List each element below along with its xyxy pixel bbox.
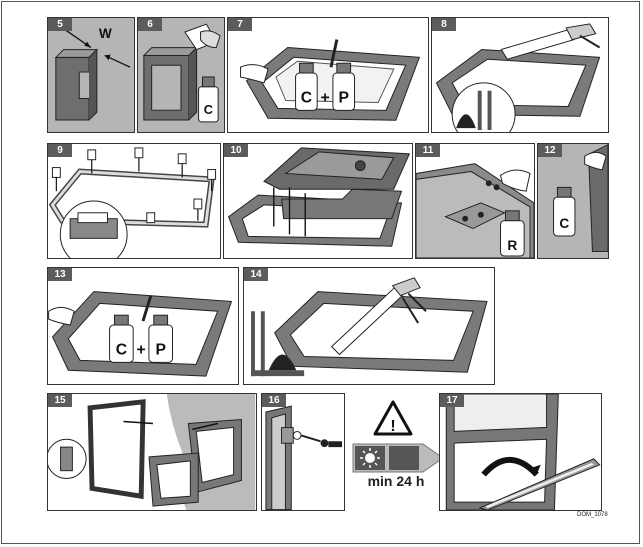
warning-symbol: ! — [390, 418, 395, 435]
step-number: 9 — [48, 144, 72, 157]
step-17-panel: 17 — [439, 393, 602, 511]
step-number: 10 — [224, 144, 248, 157]
step-number: 17 — [440, 394, 464, 407]
clean-cutout-illustration: C — [142, 23, 221, 123]
step-number: 15 — [48, 394, 72, 407]
step-6-panel: 6 C — [137, 17, 225, 133]
apply-sealant-window-illustration — [251, 277, 488, 377]
step-number: 13 — [48, 268, 72, 281]
curing-time-text: min 24 h — [367, 473, 425, 489]
step-number: 6 — [138, 18, 162, 31]
apply-sealant-illustration — [435, 23, 601, 132]
step-number: 7 — [228, 18, 252, 31]
step-number: 8 — [432, 18, 456, 31]
step-number: 11 — [416, 144, 440, 157]
cleaner-label: C — [559, 216, 569, 231]
step-14-panel: 14 — [243, 267, 495, 385]
measure-cutout-illustration: W — [54, 26, 131, 121]
moon-icon-bg — [389, 446, 419, 470]
step-number: 14 — [244, 268, 268, 281]
insert-frame-illustration — [227, 147, 411, 247]
step-number: 12 — [538, 144, 562, 157]
remove-excess-illustration: R — [416, 163, 534, 258]
step-9-panel: 9 — [47, 143, 221, 259]
step-16-panel: 16 — [261, 393, 345, 511]
install-window-illustration — [48, 394, 256, 510]
fasten-screws-illustration — [265, 405, 343, 510]
step-13-panel: 13 C + P — [47, 267, 239, 385]
warning-triangle-icon — [373, 400, 413, 436]
cleaner-label: C — [116, 342, 127, 359]
step-7-panel: 7 C + P — [227, 17, 429, 133]
primer-label: P — [338, 90, 348, 107]
clean-and-prime-window-illustration: C + P — [48, 291, 233, 377]
curing-time-area: ! — [349, 398, 445, 508]
step-11-panel: 11 R — [415, 143, 535, 259]
width-label: W — [99, 26, 112, 41]
curing-icons: ! — [352, 400, 444, 473]
attach-clips-illustration — [48, 147, 217, 258]
step-8-panel: 8 — [431, 17, 609, 133]
remover-label: R — [507, 238, 517, 253]
document-code: DOM_1078 — [577, 512, 608, 518]
step-5-panel: 5 W — [47, 17, 135, 133]
step-15-panel: 15 — [47, 393, 257, 511]
sun-icon — [365, 453, 375, 463]
plus-label: + — [320, 90, 329, 107]
plus-label: + — [136, 342, 145, 359]
remove-protective-film-illustration — [445, 394, 601, 510]
clean-and-prime-frame-illustration: C + P — [240, 39, 421, 121]
step-10-panel: 10 — [223, 143, 413, 259]
step-number: 16 — [262, 394, 286, 407]
step-12-panel: 12 C — [537, 143, 609, 259]
step-number: 5 — [48, 18, 72, 31]
cleaner-label: C — [301, 90, 312, 107]
primer-label: P — [155, 342, 165, 359]
clean-window-illustration: C — [553, 144, 608, 253]
cleaner-label: C — [204, 103, 213, 117]
